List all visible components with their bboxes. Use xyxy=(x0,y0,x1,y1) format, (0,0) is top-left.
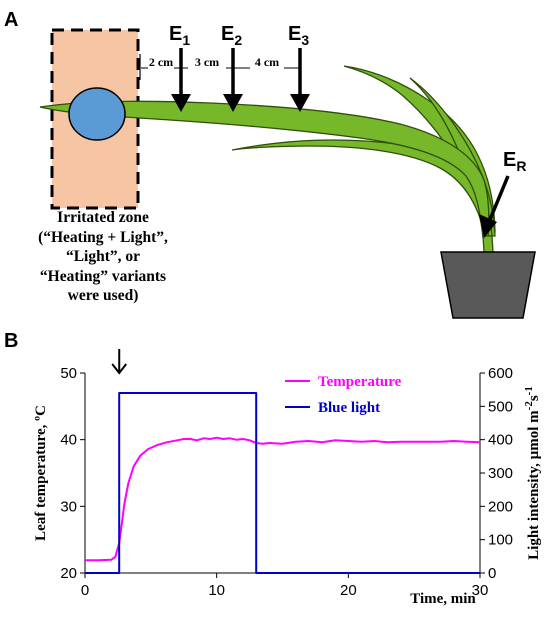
plant-stem xyxy=(482,235,494,253)
y-left-tick-label: 50 xyxy=(60,365,77,382)
y-right-tick-label: 400 xyxy=(488,432,513,449)
y-axis-right-label: Light intensity, µmol m-2s-1 xyxy=(523,386,542,560)
x-tick-label: 10 xyxy=(208,582,225,599)
y-right-tick-label: 600 xyxy=(488,365,513,382)
y-left-tick-label: 30 xyxy=(60,498,77,515)
plant-pot xyxy=(440,251,536,319)
y-right-tick-label: 200 xyxy=(488,498,513,515)
electrode-label-e2: E2 xyxy=(221,23,242,48)
zone-caption-line: Irritated zone xyxy=(57,209,149,226)
x-tick-label: 30 xyxy=(472,582,489,599)
zone-caption-line: were used) xyxy=(67,287,139,304)
distance-label-1: 2 cm xyxy=(149,55,173,69)
x-tick-label: 0 xyxy=(81,582,89,599)
y-left-tick-label: 20 xyxy=(60,565,77,582)
electrode-label-e1: E1 xyxy=(169,23,190,48)
zone-caption-line: (“Heating + Light”, xyxy=(38,228,168,246)
y-right-tick-label: 500 xyxy=(488,398,513,415)
electrode-label-er: ER xyxy=(503,149,526,174)
electrode-arrows xyxy=(171,48,510,238)
electrode-label-e3: E3 xyxy=(288,23,309,48)
distance-label-2: 3 cm xyxy=(195,55,219,69)
series-line-temperature xyxy=(85,436,481,562)
irritated-zone-caption: Irritated zone (“Heating + Light”, “Ligh… xyxy=(18,208,188,306)
x-tick-label: 20 xyxy=(340,582,357,599)
x-axis-label: Time, min xyxy=(410,591,476,607)
irritation-spot xyxy=(68,87,126,141)
y-axis-left-label: Leaf temperature, ºC xyxy=(33,405,49,541)
legend-label: Temperature xyxy=(318,374,402,390)
y-left-tick-label: 40 xyxy=(60,432,77,449)
panel-a-label: A xyxy=(4,9,18,31)
zone-caption-line: “Heating” variants xyxy=(39,267,167,285)
legend-label: Blue light xyxy=(318,400,380,416)
stimulus-arrow-head-icon xyxy=(111,363,128,375)
zone-caption-line: “Light”, or xyxy=(65,248,141,265)
y-right-tick-label: 0 xyxy=(488,565,496,582)
distance-label-3: 4 cm xyxy=(255,55,279,69)
series-line-blue-light xyxy=(85,392,480,574)
y-right-tick-label: 100 xyxy=(488,532,513,549)
y-right-tick-label: 300 xyxy=(488,465,513,482)
panel-b-label: B xyxy=(4,330,18,352)
